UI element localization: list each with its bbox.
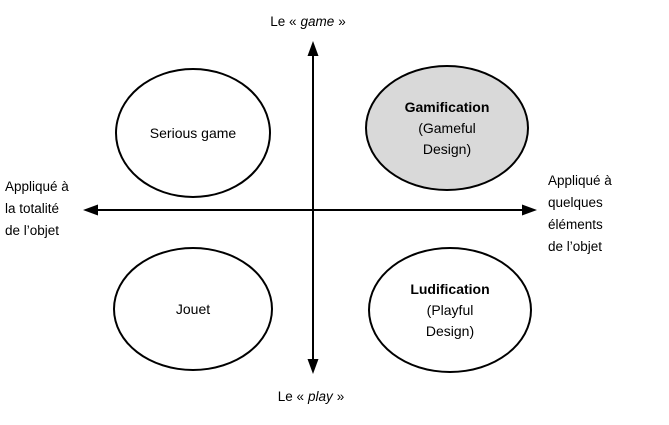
axis-label-elements-line3: éléments [548,217,603,232]
ellipse-ludification: Ludification (Playful Design) [368,247,532,373]
axis-label-game-word: game [300,14,335,29]
ellipse-gamification-subtitle-line1: (Gameful [418,119,476,136]
axis-label-play-suffix: » [336,389,345,404]
ellipse-gamification: Gamification (Gameful Design) [365,65,529,191]
axis-label-totality-line2: la totalité [5,201,60,216]
arrow-right-icon [522,204,537,216]
axis-label-elements: Appliqué à quelques éléments de l’objet [548,170,612,258]
axis-label-game-prefix: Le « [270,14,297,29]
ellipse-ludification-subtitle-line1: (Playful [426,301,474,318]
axis-label-game: Le «game» [270,11,346,33]
axis-label-totality: Appliqué à la totalité de l’objet [5,176,69,242]
arrow-up-icon [307,41,319,56]
axis-label-game-suffix: » [338,14,346,29]
axis-label-elements-line2: quelques [548,195,603,210]
axis-label-elements-line1: Appliqué à [548,173,612,188]
axis-label-totality-line3: de l’objet [5,223,60,238]
axis-label-play: Le « play» [278,386,345,408]
ellipse-gamification-subtitle-line2: Design) [422,140,472,157]
ellipse-jouet-label: Jouet [175,300,211,317]
axis-label-totality-line1: Appliqué à [5,179,69,194]
ellipse-gamification-title: Gamification [404,98,490,115]
arrow-left-icon [83,204,98,216]
ellipse-jouet: Jouet [113,247,273,371]
arrow-down-icon [307,359,319,374]
ellipse-ludification-title: Ludification [410,280,490,297]
ellipse-ludification-subtitle-line2: Design) [425,322,475,339]
axis-label-elements-line4: de l’objet [548,239,603,254]
axis-label-play-prefix: Le « [277,389,304,404]
ellipse-serious-game-label: Serious game [149,124,237,141]
axis-label-play-word: play [308,389,333,404]
ellipse-serious-game: Serious game [115,68,271,198]
